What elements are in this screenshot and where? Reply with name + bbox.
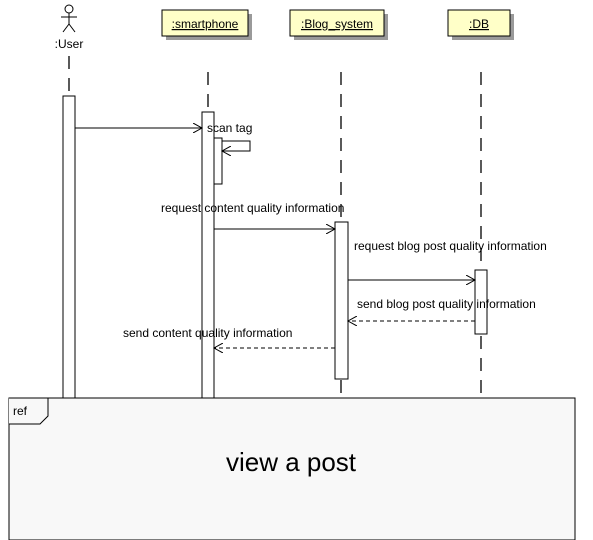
blog-system-header: :Blog_system [289,9,388,40]
smartphone-header: :smartphone [161,9,252,40]
db-header: :DB [447,9,514,40]
db-header-label: :DB [469,17,489,31]
message-send-blog-post-quality-label: send blog post quality information [357,297,536,311]
smartphone-header-label: :smartphone [172,17,239,31]
smartphone-nested-activation-bar [213,137,223,185]
message-send-content-quality-label: send content quality information [123,326,292,340]
message-scan-tag-label: scan tag [207,121,252,135]
message-request-content-quality-label: request content quality information [161,201,344,215]
ref-frame-title: view a post [226,447,357,477]
blog-system-activation-bar [334,221,349,380]
smartphone-activation-bar [201,111,215,399]
user-actor: :User [55,4,84,51]
message-request-blog-post-quality-label: request blog post quality information [354,239,547,253]
ref-frame-tag: ref [13,404,28,418]
user-activation-bar [62,95,76,399]
ref-frame: ref view a post [8,397,576,540]
user-actor-label: :User [55,37,84,51]
ref-frame-tab [9,397,49,425]
message-scan-tag-arrow [222,140,251,151]
stick-figure-icon [61,4,77,33]
blog-system-header-label: :Blog_system [301,17,373,31]
db-activation-bar [474,269,488,335]
